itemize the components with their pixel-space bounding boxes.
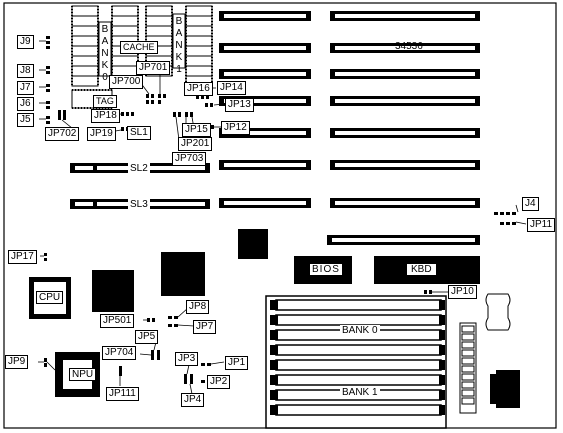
cache-label: CACHE	[120, 41, 158, 54]
large-vlsi-chip-left	[92, 270, 134, 312]
jp15-label: JP15	[182, 123, 211, 137]
simm-slot-ends	[270, 300, 445, 415]
jp501-label: JP501	[100, 314, 135, 328]
jp3-label: JP3	[175, 352, 199, 366]
jp8-label: JP8	[186, 300, 210, 314]
jp7-label: JP7	[193, 320, 217, 334]
expansion-slots-left-inner	[224, 14, 306, 205]
bank1-cache-letter-n: N	[175, 40, 183, 51]
jp12-label: JP12	[221, 121, 250, 135]
jp1-label: JP1	[225, 356, 249, 370]
bank1-cache-letter-a: A	[175, 28, 183, 39]
bank0-cache-digit: 0	[102, 72, 108, 83]
bank0-label-box	[98, 21, 112, 77]
jp17-label: JP17	[8, 250, 37, 264]
jp702-label: JP702	[45, 127, 80, 141]
tag-label: TAG	[93, 95, 117, 108]
large-vlsi-chip-center	[161, 252, 205, 296]
kbd-label: KBD	[407, 264, 436, 275]
expansion-slots-right-inner	[332, 14, 475, 242]
jp703-label: JP703	[172, 152, 207, 166]
jp13-label: JP13	[225, 98, 254, 112]
jp4-label: JP4	[181, 393, 205, 407]
bank1-cache-digit: 1	[176, 64, 182, 75]
j8-label: J8	[17, 64, 34, 78]
jp10-label: JP10	[448, 285, 477, 299]
jp18-label: JP18	[91, 109, 120, 123]
bank0-cache-letter-a: A	[101, 36, 109, 47]
j9-label: J9	[17, 35, 34, 49]
jp701-label: JP701	[136, 61, 171, 75]
j7-label: J7	[17, 81, 34, 95]
bank0-cache-letter-n: N	[101, 48, 109, 59]
npu-label: NPU	[69, 368, 97, 381]
bank1-label-box	[172, 13, 186, 69]
jp9-label: JP9	[5, 355, 29, 369]
jp704-label: JP704	[102, 346, 137, 360]
bank1-cache-letter-k: K	[175, 52, 183, 63]
sl1-label: SL1	[127, 126, 151, 140]
bank0-simm-label: BANK 0	[340, 325, 380, 336]
battery	[485, 293, 511, 331]
j5-label: J5	[17, 113, 34, 127]
bios-label: BIOS	[310, 264, 342, 275]
bank0-cache-letter-k: K	[101, 60, 109, 71]
bank1-simm-label: BANK 1	[340, 387, 380, 398]
power-connector	[459, 322, 477, 414]
jp14-label: JP14	[217, 81, 246, 95]
sl3-label: SL3	[128, 199, 150, 210]
jp5-label: JP5	[135, 330, 159, 344]
jp19-label: JP19	[87, 127, 116, 141]
jp111-label: JP111	[106, 387, 139, 401]
j6-label: J6	[17, 97, 34, 111]
bank0-cache-letter-b: B	[101, 24, 109, 35]
jp16-label: JP16	[184, 82, 213, 96]
keyboard-connector	[490, 370, 520, 408]
cpu-label: CPU	[36, 291, 64, 304]
bank1-cache-letter-b: B	[175, 16, 183, 27]
board-id: 34536	[395, 41, 423, 52]
j4-label: J4	[522, 197, 539, 211]
sl2-label: SL2	[128, 163, 150, 174]
jp700-label: JP700	[109, 75, 144, 89]
jp2-label: JP2	[207, 375, 231, 389]
jp11-label: JP11	[527, 218, 556, 232]
small-vlsi-chip	[238, 229, 268, 259]
jp201-label: JP201	[178, 137, 213, 151]
